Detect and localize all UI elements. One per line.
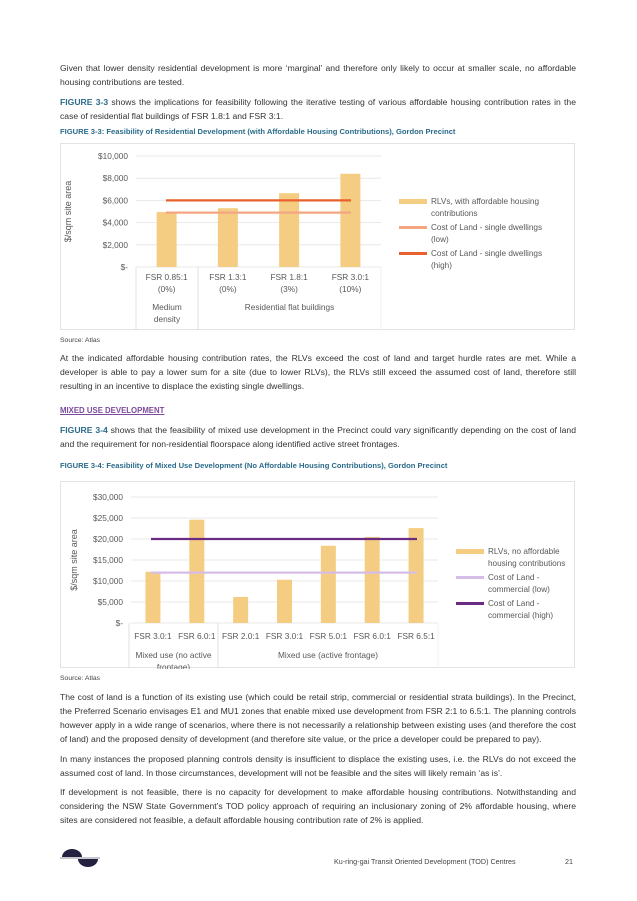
legend-swatch-icon (399, 252, 427, 255)
group-label: Residential flat buildings (245, 302, 334, 312)
legend-label: (high) (431, 261, 452, 270)
figure-reference: FIGURE 3-4 (60, 425, 108, 435)
y-tick-label: $4,000 (103, 218, 129, 228)
legend-swatch-icon (399, 226, 427, 229)
group-label: Mixed use (active frontage) (278, 650, 378, 660)
y-axis-label: $/sqm site area (63, 181, 73, 243)
legend-label: commercial (low) (488, 585, 550, 594)
legend-label: (low) (431, 235, 449, 244)
legend-item: RLVs, with affordable housing contributio… (399, 196, 549, 220)
paragraph: The cost of land is a function of its ex… (60, 692, 576, 744)
x-tick-label: FSR 1.3:1 (209, 272, 247, 282)
bar (156, 212, 177, 267)
y-tick-label: $6,000 (103, 195, 129, 205)
paragraph: FIGURE 3-4 shows that the feasibility of… (60, 423, 576, 451)
page-number: 21 (565, 857, 573, 866)
chart-residential-feasibility: $- $2,000 $4,000 $6,000 $8,000 $10,000 $/sqm s… (60, 143, 575, 330)
legend-item: Cost of Land - single dwellings (low) (399, 222, 549, 246)
x-tick-label: FSR 6.5:1 (397, 631, 435, 641)
legend-swatch-icon (456, 549, 484, 554)
legend-label: housing contributions (488, 559, 566, 568)
x-tick-label: FSR 0.85:1 (146, 272, 188, 282)
bar (320, 545, 336, 623)
x-tick-label: FSR 3.0:1 (332, 272, 370, 282)
x-tick-label: FSR 6.0:1 (354, 631, 392, 641)
legend-swatch-icon (456, 602, 484, 605)
chart-legend: RLVs, no affordable housing contributions… (456, 546, 571, 624)
x-tick-label: (3%) (280, 284, 298, 294)
bar (189, 519, 205, 623)
paragraph-text: shows that the feasibility of mixed use … (60, 425, 576, 449)
legend-label: Cost of Land - single dwellings (431, 249, 543, 258)
figure-caption: FIGURE 3-4: Feasibility of Mixed Use Dev… (60, 461, 448, 470)
atlas-logo-icon (60, 849, 100, 867)
x-tick-label: (0%) (158, 284, 176, 294)
paragraph: At the indicated affordable housing cont… (60, 353, 576, 391)
y-tick-label: $30,000 (93, 492, 123, 502)
figure-caption: FIGURE 3-3: Feasibility of Residential D… (60, 127, 456, 136)
bar (340, 173, 361, 267)
bar (408, 528, 424, 623)
y-tick-label: $5,000 (98, 597, 124, 607)
bar (279, 193, 300, 267)
section-heading: MIXED USE DEVELOPMENT (60, 406, 165, 415)
legend-label: RLVs, with affordable housing (431, 197, 540, 206)
chart-mixed-use-feasibility: $- $5,000 $10,000 $15,000 $20,000 $25,000 $30,… (60, 481, 575, 669)
legend-label: Cost of Land - (488, 573, 540, 582)
y-tick-label: $10,000 (93, 576, 123, 586)
legend-swatch-icon (456, 576, 484, 579)
legend-swatch-icon (399, 199, 427, 204)
legend-label: Cost of Land - single dwellings (431, 223, 543, 232)
y-tick-label: $20,000 (93, 534, 123, 544)
legend-item: Cost of Land - commercial (low) (456, 572, 571, 596)
legend-label: commercial (high) (488, 611, 554, 620)
legend-label: RLVs, no affordable (488, 547, 560, 556)
group-label: density (154, 314, 181, 324)
y-tick-label: $- (116, 618, 124, 628)
group-label: Medium (152, 302, 182, 312)
x-tick-label: FSR 2.0:1 (222, 631, 260, 641)
x-tick-label: (10%) (339, 284, 361, 294)
footer-title: Ku-ring-gai Transit Oriented Development… (334, 857, 516, 866)
paragraph: If development is not feasible, there is… (60, 787, 576, 825)
source-note: Source: Atlas (60, 337, 101, 344)
y-axis-label: $/sqm site area (69, 529, 79, 591)
group-label: frontage) (157, 662, 190, 669)
legend-label: contributions (431, 209, 478, 218)
y-tick-label: $10,000 (98, 151, 128, 161)
chart-legend: RLVs, with affordable housing contributio… (399, 196, 549, 274)
bar (233, 596, 249, 623)
bar (145, 571, 161, 623)
x-tick-label: FSR 3.0:1 (134, 631, 172, 641)
legend-item: Cost of Land - commercial (high) (456, 598, 571, 622)
bar (217, 208, 238, 267)
source-note: Source: Atlas (60, 675, 101, 682)
paragraph: In many instances the proposed planning … (60, 754, 576, 778)
y-tick-label: $8,000 (103, 173, 129, 183)
paragraph: Given that lower density residential dev… (60, 63, 576, 87)
x-tick-label: FSR 1.8:1 (270, 272, 308, 282)
legend-label: Cost of Land - (488, 599, 540, 608)
x-tick-label: FSR 6.0:1 (178, 631, 216, 641)
legend-item: RLVs, no affordable housing contributions (456, 546, 571, 570)
x-tick-label: FSR 3.0:1 (266, 631, 304, 641)
paragraph: FIGURE 3-3 shows the implications for fe… (60, 95, 576, 123)
y-tick-label: $15,000 (93, 555, 123, 565)
legend-item: Cost of Land - single dwellings (high) (399, 248, 549, 272)
y-tick-label: $25,000 (93, 513, 123, 523)
y-tick-label: $- (121, 262, 129, 272)
bar (277, 579, 292, 623)
figure-reference: FIGURE 3-3 (60, 97, 109, 107)
paragraph-text: shows the implications for feasibility f… (60, 97, 576, 121)
x-tick-label: FSR 5.0:1 (310, 631, 348, 641)
x-tick-label: (0%) (219, 284, 237, 294)
group-label: Mixed use (no active (135, 650, 211, 660)
y-tick-label: $2,000 (103, 240, 129, 250)
bar (364, 536, 380, 623)
